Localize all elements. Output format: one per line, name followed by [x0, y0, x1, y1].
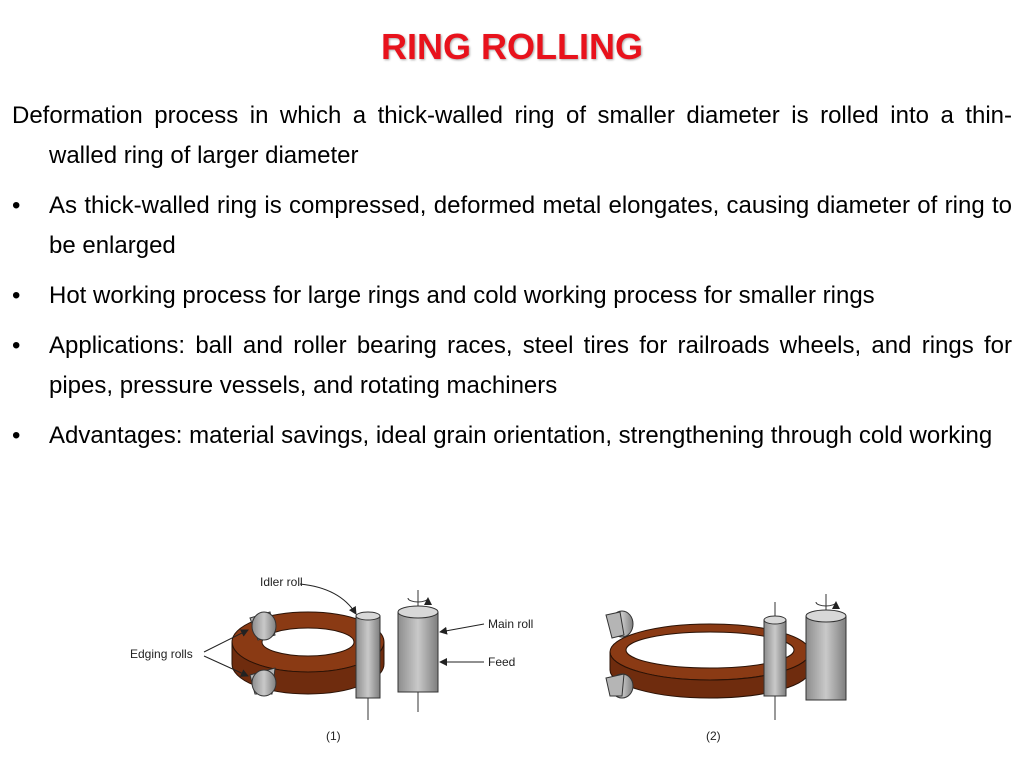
bullet-text: Hot working process for large rings and … — [49, 282, 875, 309]
bullet-item: • Advantages: material savings, ideal gr… — [12, 416, 1012, 456]
bullet-icon: • — [12, 282, 21, 309]
bullet-item: • Applications: ball and roller bearing … — [12, 326, 1012, 406]
idler-roll-label: Idler roll — [260, 575, 303, 589]
slide-title: RING ROLLING — [381, 26, 643, 67]
bullet-icon: • — [12, 422, 21, 449]
ring-rolling-figure: Idler roll Main roll Feed Edging rolls (… — [100, 540, 910, 768]
bullet-text: Advantages: material savings, ideal grai… — [49, 422, 993, 449]
bullet-text: As thick-walled ring is compressed, defo… — [49, 192, 1012, 259]
bullet-icon: • — [12, 332, 21, 359]
bullet-icon: • — [12, 192, 21, 219]
idler-roll-icon — [355, 615, 381, 699]
main-roll-label: Main roll — [488, 617, 533, 631]
feed-label: Feed — [488, 655, 515, 669]
step-2-label: (2) — [706, 729, 721, 743]
bullet-item: • As thick-walled ring is compressed, de… — [12, 186, 1012, 266]
step-2-diagram: (2) — [605, 594, 847, 743]
slide-body: Deformation process in which a thick-wal… — [12, 96, 1012, 466]
ring-rolling-diagram: Idler roll Main roll Feed Edging rolls (… — [130, 575, 847, 743]
step-1-diagram: Idler roll Main roll Feed Edging rolls (… — [130, 575, 533, 743]
intro-paragraph: Deformation process in which a thick-wal… — [12, 102, 1012, 169]
step-1-label: (1) — [326, 729, 341, 743]
bullet-text: Applications: ball and roller bearing ra… — [49, 332, 1012, 399]
main-roll-icon — [397, 611, 439, 693]
edging-rolls-label: Edging rolls — [130, 647, 193, 661]
bullet-item: • Hot working process for large rings an… — [12, 276, 1012, 316]
